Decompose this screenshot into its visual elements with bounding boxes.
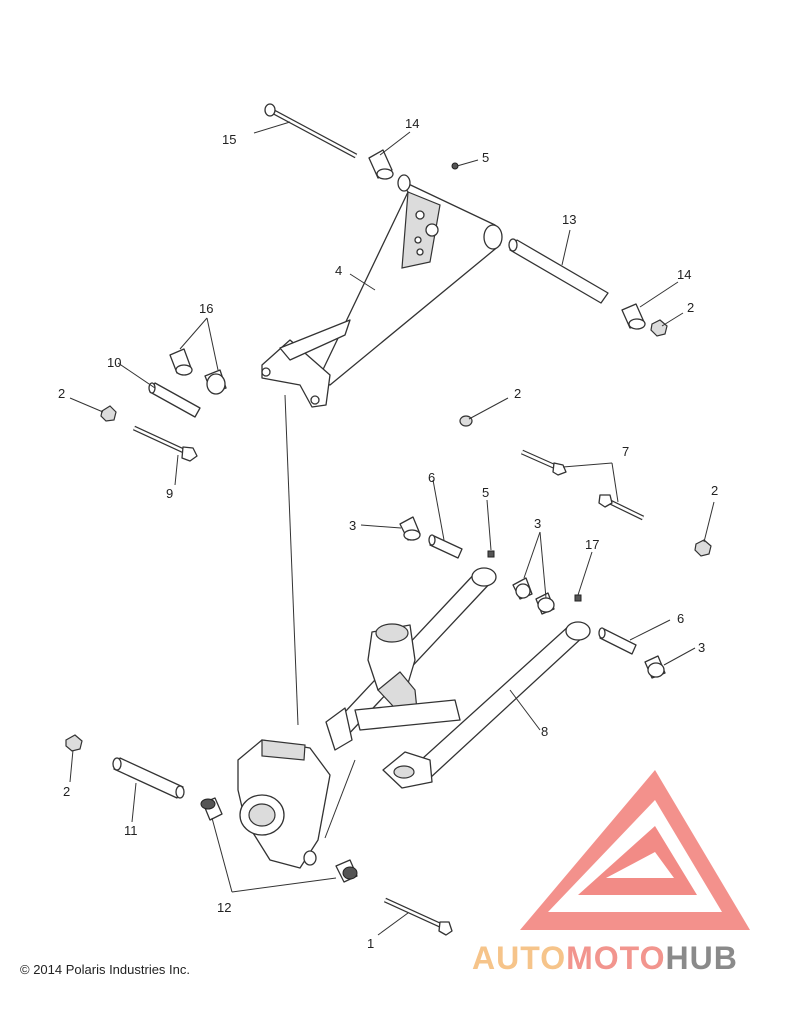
part-3-bushings-middle [512,577,555,615]
part-2-nut-left [100,405,117,422]
copyright-notice: © 2014 Polaris Industries Inc. [20,962,190,977]
part-6-sleeve-left [428,534,463,559]
part-17-fitting [574,594,582,602]
callout-14-upper: 14 [405,116,419,131]
callout-6-left: 6 [428,470,435,485]
part-7-bolts [520,449,645,521]
callout-15: 15 [222,132,236,147]
part-10-tube [148,382,201,418]
bearing-carrier [237,739,331,869]
part-12-bushings [200,797,358,883]
callout-2-center: 2 [514,386,521,401]
callout-2-bottom-left: 2 [63,784,70,799]
part-3-bushing-left [399,516,421,541]
wordmark-moto: MOTO [566,940,666,976]
wordmark-auto: AUTO [472,940,567,976]
callout-2-far-right: 2 [711,483,718,498]
automotohub-wordmark: AUTOMOTOHUB [472,940,738,976]
callout-8: 8 [541,724,548,739]
part-6-sleeve-right [598,627,637,655]
callout-13: 13 [562,212,576,227]
callout-3-right: 3 [698,640,705,655]
part-2-nut-right [650,319,668,337]
callout-3-left: 3 [349,518,356,533]
part-2-nut-far-right [694,539,712,557]
part-8-trailing-arm [325,567,591,789]
part-14-bushing-right [621,303,646,330]
part-14-bushing-upper [368,149,394,180]
part-3-bushing-right [644,655,666,679]
callout-2-left: 2 [58,386,65,401]
callout-3-middle: 3 [534,516,541,531]
callout-17: 17 [585,537,599,552]
callout-10: 10 [107,355,121,370]
part-15-bolt [264,103,358,159]
callout-2-right: 2 [687,300,694,315]
callout-1: 1 [367,936,374,951]
part-2-nut-bottom-left [65,734,83,752]
part-16-bushings [169,348,227,395]
wordmark-hub: HUB [665,940,738,976]
part-5-fitting-lower [487,550,495,558]
callout-5-lower: 5 [482,485,489,500]
part-9-bolt [132,425,198,462]
alignment-lines [284,394,356,839]
part-4-upper-a-arm [261,174,503,408]
part-11-tube [112,757,185,799]
callout-labels: 15 14 5 13 4 14 2 16 10 2 2 9 7 2 6 5 3 … [58,116,718,951]
part-2-nut-center [459,415,473,427]
callout-4: 4 [335,263,342,278]
part-13-pivot-tube [508,238,609,304]
callout-14-right: 14 [677,267,691,282]
callout-11: 11 [124,823,138,838]
callout-5-upper: 5 [482,150,489,165]
callout-16: 16 [199,301,213,316]
callout-12: 12 [217,900,231,915]
automotohub-logo [520,770,750,930]
part-1-bolt [383,897,453,936]
callout-7: 7 [622,444,629,459]
callout-6-right: 6 [677,611,684,626]
leader-lines [69,121,715,936]
callout-9: 9 [166,486,173,501]
